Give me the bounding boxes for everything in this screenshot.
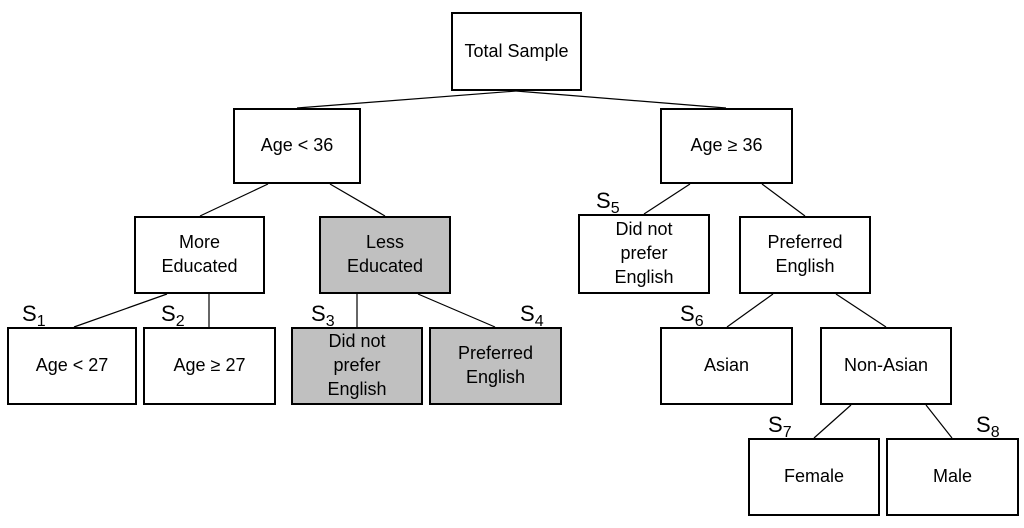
segment-letter: S	[22, 301, 37, 326]
edge-age-ge36-pref	[761, 183, 806, 217]
segment-letter: S	[768, 412, 783, 437]
segment-label-s2: S2	[161, 303, 185, 330]
segment-index: 6	[694, 313, 704, 330]
segment-label-s4: S4	[520, 303, 544, 330]
node-female: Female	[748, 438, 880, 516]
segment-index: 1	[36, 313, 46, 330]
edge-age-lt36-more	[199, 183, 269, 217]
segment-letter: S	[596, 188, 611, 213]
edge-more-age-lt27	[73, 293, 168, 328]
segment-index: 7	[782, 424, 792, 441]
segment-label-s6: S6	[680, 303, 704, 330]
segment-index: 5	[610, 200, 620, 217]
node-total-sample: Total Sample	[451, 12, 582, 91]
segment-letter: S	[161, 301, 176, 326]
node-more-educated: More Educated	[134, 216, 265, 294]
edge-total-age-lt36	[296, 90, 517, 109]
node-asian: Asian	[660, 327, 793, 405]
node-male: Male	[886, 438, 1019, 516]
segment-index: 3	[325, 313, 335, 330]
segment-label-s8: S8	[976, 414, 1000, 441]
node-did-not-prefer-english-older: Did not prefer English	[578, 214, 710, 294]
edge-less-pref	[417, 293, 496, 328]
segment-label-s5: S5	[596, 190, 620, 217]
segment-index: 2	[175, 313, 185, 330]
segment-letter: S	[976, 412, 991, 437]
edge-age-ge36-dnp	[643, 183, 691, 215]
node-did-not-prefer-english-less-educated: Did not prefer English	[291, 327, 423, 405]
node-age-27-plus: Age ≥ 27	[143, 327, 276, 405]
node-non-asian: Non-Asian	[820, 327, 952, 405]
edge-nonasian-female	[813, 404, 852, 439]
node-preferred-english-less-educated: Preferred English	[429, 327, 562, 405]
edge-total-age-ge36	[515, 90, 727, 109]
segment-label-s3: S3	[311, 303, 335, 330]
edge-nonasian-male	[925, 404, 953, 439]
segment-index: 8	[990, 424, 1000, 441]
node-less-educated: Less Educated	[319, 216, 451, 294]
edge-pref-asian	[726, 293, 774, 328]
node-preferred-english-older: Preferred English	[739, 216, 871, 294]
edge-pref-nonasian	[835, 293, 887, 328]
node-age-under-36: Age < 36	[233, 108, 361, 184]
segment-label-s1: S1	[22, 303, 46, 330]
segment-letter: S	[520, 301, 535, 326]
edge-age-lt36-less	[329, 183, 386, 217]
segment-label-s7: S7	[768, 414, 792, 441]
segment-letter: S	[680, 301, 695, 326]
node-age-36-plus: Age ≥ 36	[660, 108, 793, 184]
segment-index: 4	[534, 313, 544, 330]
node-age-under-27: Age < 27	[7, 327, 137, 405]
segment-letter: S	[311, 301, 326, 326]
